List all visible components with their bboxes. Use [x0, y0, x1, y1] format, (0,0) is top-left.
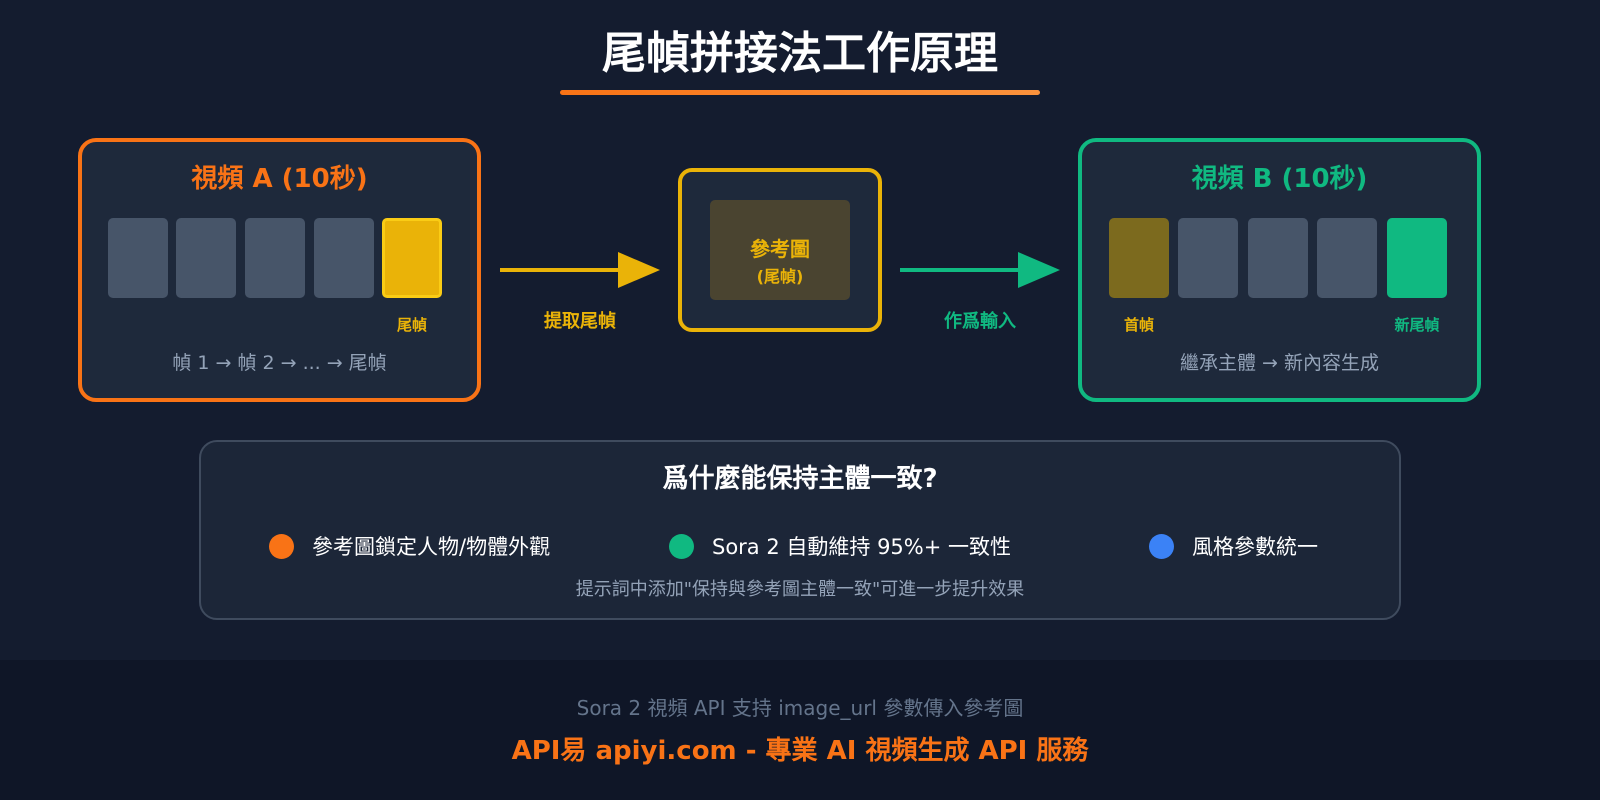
why-tip: 提示詞中添加"保持與參考圖主體一致"可進一步提升效果 [575, 579, 1025, 600]
orange-dot-icon [269, 533, 294, 559]
footer: Sora 2 視頻 API 支持 image_url 參數傳入參考圖 API易 … [0, 660, 1600, 800]
video-a-frame-2 [176, 218, 236, 298]
video-b-new-last-frame-label: 新尾幀 [1394, 316, 1440, 334]
video-b-first-frame-label: 首幀 [1123, 316, 1154, 334]
reference-image-box: 參考圖 (尾幀) [678, 168, 882, 332]
blue-dot-icon [1149, 533, 1174, 559]
video-b-box: 視頻 B (10秒) 首幀 新尾幀 繼承主體 → 新內容生成 [1078, 138, 1481, 402]
extract-arrow-label: 提取尾幀 [544, 311, 616, 332]
video-a-last-frame-label: 尾幀 [396, 316, 427, 334]
video-b-frame-4 [1317, 218, 1377, 298]
footer-api-note: Sora 2 視頻 API 支持 image_url 參數傳入參考圖 [576, 696, 1024, 720]
input-arrow [900, 252, 1060, 288]
why-bullet-1: 參考圖鎖定人物/物體外觀 [269, 532, 550, 560]
input-arrow-label: 作爲輸入 [944, 311, 1016, 332]
video-b-frame-3 [1248, 218, 1308, 298]
green-dot-icon [669, 533, 694, 559]
video-a-frame-4 [314, 218, 374, 298]
why-bullet-2-text: Sora 2 自動維持 95%+ 一致性 [712, 535, 1012, 559]
why-panel: 爲什麼能保持主體一致? 參考圖鎖定人物/物體外觀 Sora 2 自動維持 95%… [199, 440, 1401, 620]
page-title: 尾幀拼接法工作原理 [602, 28, 998, 79]
video-a-frame-3 [245, 218, 305, 298]
why-bullet-1-text: 參考圖鎖定人物/物體外觀 [312, 535, 551, 559]
reference-image-subtitle: (尾幀) [756, 267, 804, 286]
why-bullet-3: 風格參數統一 [1149, 532, 1318, 560]
why-bullet-2: Sora 2 自動維持 95%+ 一致性 [669, 532, 1011, 560]
reference-image-title: 參考圖 [750, 237, 810, 261]
why-bullet-3-text: 風格參數統一 [1192, 535, 1318, 559]
why-title: 爲什麼能保持主體一致? [662, 464, 938, 494]
video-a-title: 視頻 A (10秒) [191, 164, 368, 194]
footer-brand: API易 apiyi.com - 專業 AI 視頻生成 API 服務 [511, 736, 1089, 766]
reference-image-thumbnail: 參考圖 (尾幀) [710, 200, 850, 300]
video-b-caption: 繼承主體 → 新內容生成 [1180, 352, 1379, 374]
title-underline [560, 90, 1040, 95]
video-a-last-frame [382, 218, 442, 298]
extract-arrow [500, 252, 660, 288]
video-a-box: 視頻 A (10秒) 尾幀 幀 1 → 幀 2 → ... → 尾幀 [78, 138, 481, 402]
video-b-frame-2 [1178, 218, 1238, 298]
video-b-new-last-frame [1387, 218, 1447, 298]
video-b-title: 視頻 B (10秒) [1191, 164, 1368, 194]
video-a-frame-1 [108, 218, 168, 298]
video-a-caption: 幀 1 → 幀 2 → ... → 尾幀 [172, 352, 387, 374]
video-b-first-frame [1109, 218, 1169, 298]
